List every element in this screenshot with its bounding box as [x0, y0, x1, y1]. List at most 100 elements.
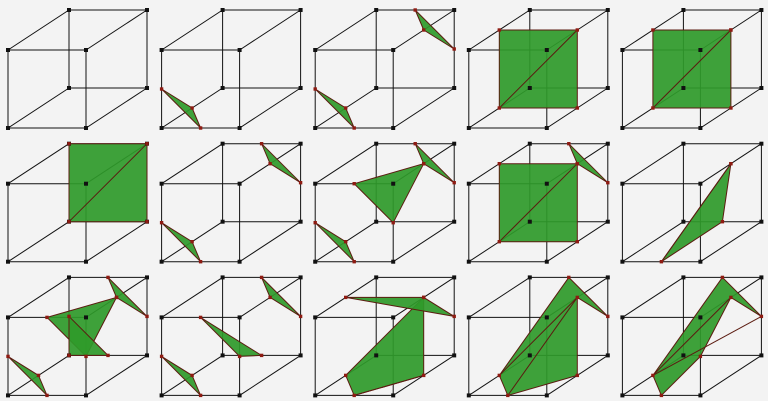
cube-corner-vertex	[6, 126, 10, 130]
edge-intersection-point	[759, 314, 764, 319]
cube-corner-vertex	[220, 8, 225, 12]
isosurface-polygon	[161, 355, 202, 396]
edge-intersection-point	[352, 126, 356, 130]
cube-edge	[622, 221, 684, 263]
edge-intersection-point	[720, 275, 725, 280]
triangle-split-line	[652, 297, 732, 376]
edge-intersection-point	[67, 220, 71, 224]
cube-corner-vertex	[681, 353, 686, 358]
triangle-split-line	[652, 29, 732, 109]
cube-corner-vertex	[544, 315, 549, 320]
cube-edge	[622, 276, 684, 318]
triangle-split-line	[660, 163, 732, 262]
cube-corner-vertex	[298, 86, 303, 90]
edge-intersection-point	[729, 106, 733, 110]
cube-corner-vertex	[220, 353, 225, 358]
cube-corner-vertex	[313, 315, 318, 320]
cube-edge	[7, 9, 70, 51]
cube-corner-vertex	[220, 275, 225, 280]
edge-intersection-point	[651, 28, 655, 32]
cube-corner-vertex	[759, 219, 764, 224]
isosurface-polygon	[353, 162, 425, 224]
edge-intersection-point	[729, 295, 733, 300]
cube-case	[159, 8, 303, 130]
cube-corner-vertex	[391, 315, 396, 320]
cube-case	[6, 275, 149, 398]
cube-corner-vertex	[759, 8, 764, 12]
cube-corner-vertex	[6, 48, 10, 52]
cube-corner-vertex	[544, 259, 549, 264]
isosurface-polygon	[7, 355, 48, 396]
edge-intersection-point	[36, 373, 41, 378]
cube-corner-vertex	[313, 48, 318, 52]
cube-corner-vertex	[84, 181, 88, 186]
isosurface-polygon	[161, 222, 202, 263]
isosurface-polygon	[498, 276, 609, 397]
cube-corner-vertex	[313, 393, 318, 398]
cube-case	[313, 275, 457, 398]
cube-edge	[7, 143, 70, 185]
edge-intersection-point	[567, 275, 571, 280]
cube-edge	[7, 276, 70, 318]
cube-corner-vertex	[527, 219, 532, 224]
triangle-split-line	[507, 297, 578, 396]
cube-corner-vertex	[84, 259, 88, 264]
cube-corner-vertex	[220, 86, 225, 90]
cube-corner-vertex	[237, 181, 242, 186]
cube-edge	[239, 9, 301, 51]
edge-intersection-point	[106, 275, 110, 280]
cube-corner-vertex	[452, 86, 457, 90]
cube-edge	[392, 87, 455, 129]
cube-corner-vertex	[159, 48, 164, 52]
edge-intersection-point	[6, 354, 10, 359]
triangle-split-line	[498, 163, 578, 243]
cube-edge	[700, 221, 762, 263]
cube-corner-vertex	[681, 8, 686, 12]
cube-corner-vertex	[544, 393, 549, 398]
cube-edge	[239, 354, 301, 396]
cube-edge	[239, 87, 301, 129]
edge-intersection-point	[190, 106, 194, 110]
edge-intersection-point	[659, 393, 664, 398]
edge-intersection-point	[190, 373, 194, 378]
cube-corner-vertex	[237, 48, 242, 52]
cube-corner-vertex	[759, 86, 764, 90]
cube-corner-vertex	[67, 275, 71, 280]
cube-edge	[7, 87, 70, 129]
edge-intersection-point	[145, 314, 149, 319]
edge-intersection-point	[159, 221, 164, 225]
cube-corner-vertex	[544, 48, 549, 52]
cube-edge	[85, 221, 148, 263]
edge-intersection-point	[352, 393, 356, 398]
edge-intersection-point	[344, 373, 348, 378]
cube-corner-vertex	[374, 141, 379, 146]
cube-corner-vertex	[759, 141, 764, 146]
cube-edge	[85, 87, 148, 129]
edge-intersection-point	[413, 142, 417, 146]
edge-intersection-point	[67, 142, 71, 146]
isosurface-polygon	[200, 316, 264, 357]
isosurface-polygon	[107, 277, 148, 317]
cube-corner-vertex	[313, 259, 318, 264]
cube-corner-vertex	[159, 393, 164, 398]
edge-intersection-point	[352, 182, 356, 186]
cube-corner-vertex	[681, 275, 686, 280]
cube-corner-vertex	[527, 275, 532, 280]
cube-corner-vertex	[698, 48, 703, 52]
edge-intersection-point	[575, 162, 579, 166]
cube-corner-vertex	[466, 48, 471, 52]
cube-corner-vertex	[620, 393, 625, 398]
isosurface-polygon	[68, 315, 110, 356]
triangle-split-line	[652, 315, 762, 376]
cube-corner-vertex	[391, 393, 396, 398]
edge-intersection-point	[651, 373, 655, 378]
isosurface-polygon	[345, 296, 455, 317]
isosurface-polygon	[161, 88, 202, 129]
cube-corner-vertex	[237, 259, 242, 264]
edge-intersection-point	[575, 295, 579, 300]
cube-corner-vertex	[527, 141, 532, 146]
edge-intersection-point	[106, 353, 110, 358]
cube-corner-vertex	[391, 181, 396, 186]
